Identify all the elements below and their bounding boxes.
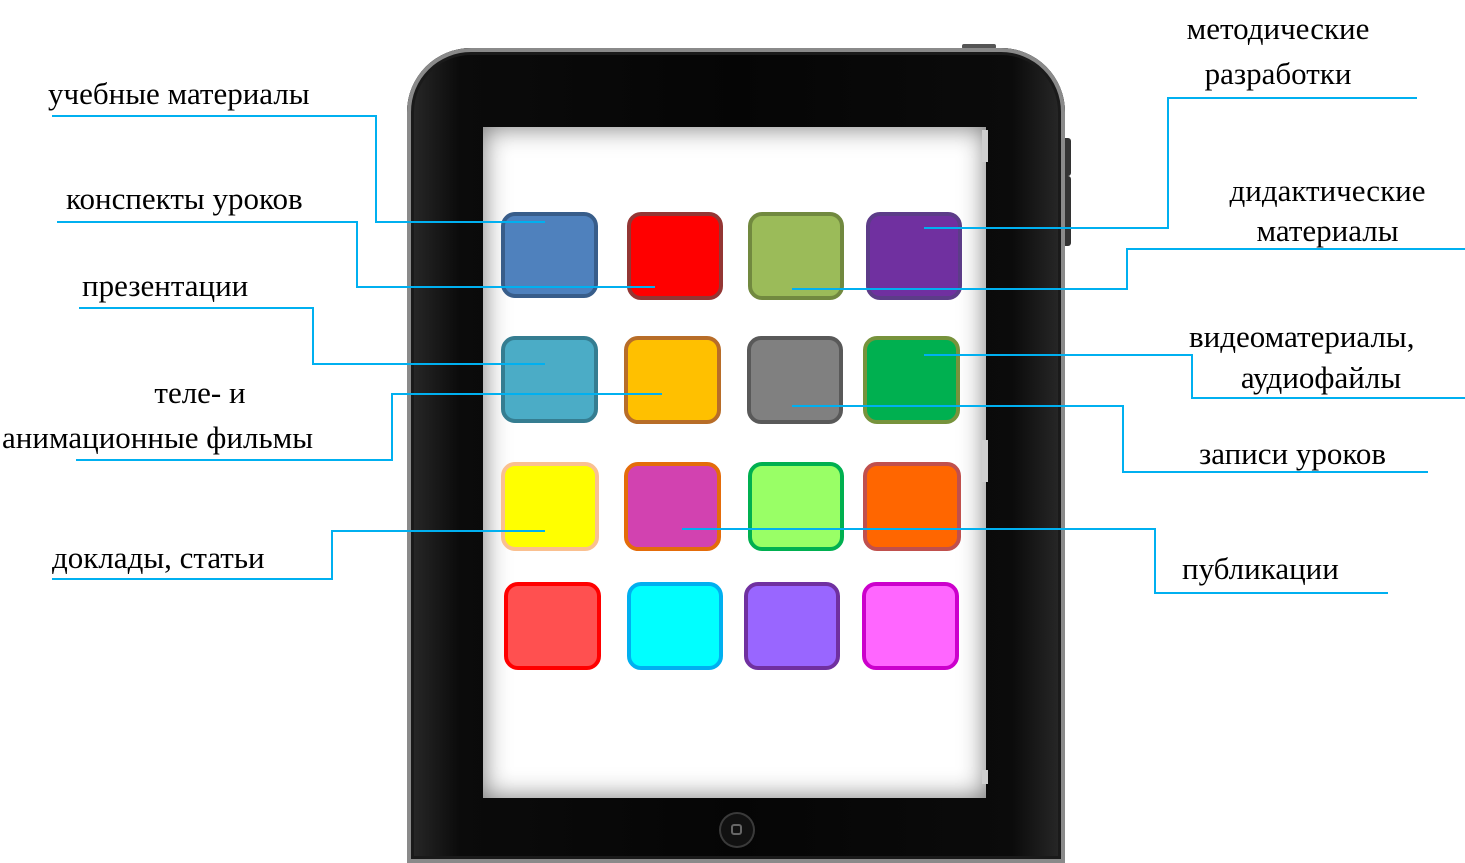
label-methodical-line1: методические	[1186, 11, 1370, 46]
tile-educational-materials[interactable]	[501, 212, 598, 298]
home-square-icon	[731, 824, 742, 835]
leader-line-prezentacii	[79, 307, 545, 365]
mute-switch	[1065, 138, 1071, 176]
tile-didactic-materials[interactable]	[748, 212, 844, 300]
status-bar-battery	[982, 770, 988, 784]
tile-presentations[interactable]	[501, 336, 598, 423]
leader-line-video	[924, 354, 1465, 399]
label-video-line2: аудиофайлы	[1240, 360, 1402, 395]
label-lesson-recordings: записи уроков	[1199, 436, 1386, 471]
tile-cyan[interactable]	[627, 582, 723, 670]
label-reports-articles: доклады, статьи	[52, 540, 265, 575]
label-educational-materials: учебные материалы	[48, 76, 310, 111]
tile-methodical-developments[interactable]	[866, 212, 962, 300]
tile-coral-red[interactable]	[504, 582, 601, 670]
label-lesson-notes: конспекты уроков	[66, 181, 303, 216]
label-video-line1: видеоматериалы,	[1189, 319, 1415, 354]
volume-buttons	[1065, 176, 1071, 246]
leader-line-zapisi	[792, 405, 1428, 473]
leader-line-doklady	[52, 530, 545, 580]
home-button[interactable]	[719, 812, 755, 848]
tile-pink[interactable]	[862, 582, 959, 670]
status-bar-top	[982, 130, 988, 162]
leader-line-didakt	[792, 248, 1465, 290]
label-didactic-line1: дидактические	[1229, 173, 1426, 208]
leader-line-publikacii	[682, 528, 1388, 594]
leader-line-metod	[924, 97, 1417, 229]
tile-reports-articles[interactable]	[501, 462, 599, 551]
label-tv-line2: анимационные фильмы	[2, 420, 314, 455]
label-didactic-line2: материалы	[1256, 213, 1399, 248]
leader-line-tele	[76, 393, 662, 461]
status-bar-time	[982, 440, 988, 482]
tile-lesson-recordings[interactable]	[747, 336, 843, 424]
tile-publications[interactable]	[624, 462, 721, 551]
leader-line-konspekty	[57, 221, 655, 288]
label-methodical-line2: разработки	[1204, 56, 1352, 91]
leader-line-uchebnye	[52, 115, 545, 223]
label-presentations: презентации	[82, 268, 249, 303]
tile-orange[interactable]	[863, 462, 961, 551]
power-button	[962, 44, 996, 49]
tile-video-audio[interactable]	[863, 336, 960, 424]
tile-violet[interactable]	[744, 582, 840, 670]
tile-tv-animated-films[interactable]	[624, 336, 721, 424]
label-tv-line1: теле- и	[154, 375, 246, 410]
tile-light-green[interactable]	[748, 462, 844, 551]
label-publications: публикации	[1182, 551, 1339, 586]
tile-lesson-notes[interactable]	[627, 212, 723, 300]
